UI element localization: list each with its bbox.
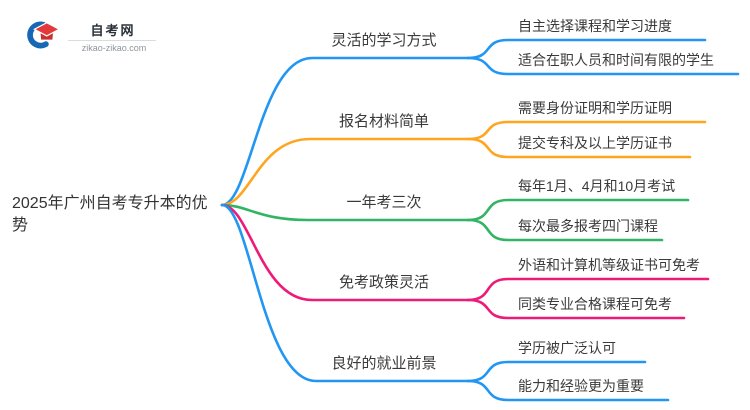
branch-1-trunk-line [220,56,470,207]
branch-3-leaf-1-line [466,198,690,222]
leaf-node: 学历被广泛认可 [518,340,616,356]
branch-node-exemption-policy: 免考政策灵活 [338,274,429,291]
branch-2-trunk-line [220,137,470,207]
leaf-node: 提交专科及以上学历证书 [518,135,672,151]
branch-node-three-exams: 一年考三次 [346,194,422,211]
leaf-node: 适合在职人员和时间有限的学生 [518,52,714,68]
branch-2-leaf-2-line [466,137,692,159]
branch-4-leaf-2-line [466,298,686,320]
branch-3-leaf-2-line [466,218,664,242]
branch-node-job-prospects: 良好的就业前景 [331,355,437,372]
leaf-node: 同类专业合格课程可免考 [518,296,672,312]
branch-1-leaf-2-line [466,56,740,76]
site-logo: 自考网 zikao-zikao.com [26,18,156,53]
root-node: 2025年广州自考专升本的优势 [12,195,208,234]
branch-5-leaf-2-line [466,379,670,402]
logo-divider [68,40,156,41]
branch-node-simple-materials: 报名材料简单 [338,113,429,130]
graduation-cap-icon [27,21,61,49]
branch-3-trunk-line [220,203,470,222]
leaf-node: 需要身份证明和学历证明 [518,100,672,116]
logo-swoosh [27,21,49,49]
logo-title: 自考网 [90,23,136,38]
branch-node-flexible-learning: 灵活的学习方式 [331,32,437,49]
branch-4-trunk-line [220,203,470,302]
leaf-node: 外语和计算机等级证书可免考 [518,257,700,273]
logo-cap-top [33,21,61,37]
leaf-node: 自主选择课程和学习进度 [518,18,672,34]
leaf-node: 每年1月、4月和10月考试 [518,178,676,194]
branch-5-trunk-line [220,203,470,383]
logo-domain: zikao-zikao.com [81,43,147,53]
branch-4-leaf-1-line [466,277,710,302]
leaf-node: 能力和经验更为重要 [518,378,644,394]
leaf-node: 每次最多报考四门课程 [518,218,658,234]
